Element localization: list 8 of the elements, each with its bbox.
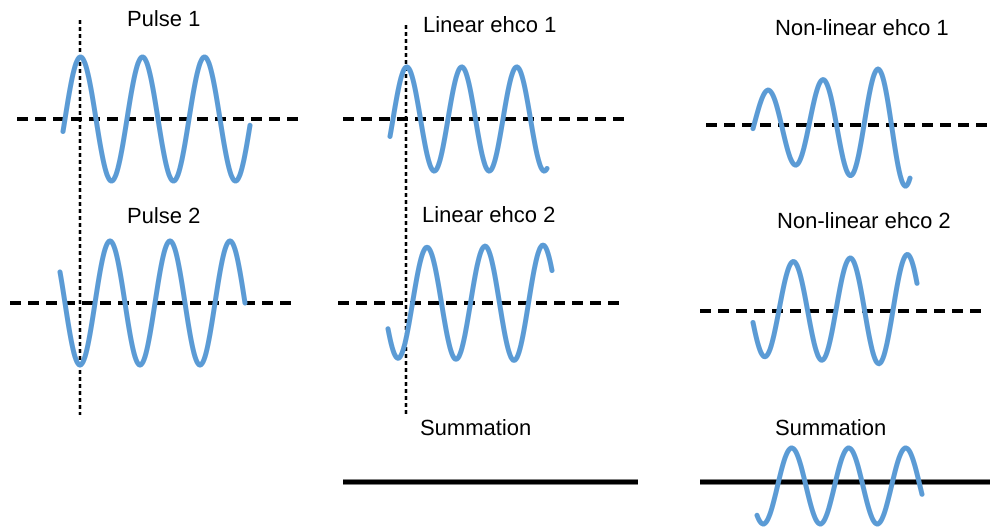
wave-label: Summation bbox=[420, 417, 532, 439]
wave-label: Pulse 1 bbox=[127, 8, 200, 30]
wave-label: Linear ehco 1 bbox=[423, 14, 556, 36]
wave-label: Linear ehco 2 bbox=[422, 204, 556, 226]
wave-label: Pulse 2 bbox=[127, 205, 200, 227]
wave-label: Non-linear ehco 2 bbox=[777, 210, 951, 232]
wave-label: Summation bbox=[775, 417, 886, 439]
wave-label: Non-linear ehco 1 bbox=[775, 17, 949, 39]
